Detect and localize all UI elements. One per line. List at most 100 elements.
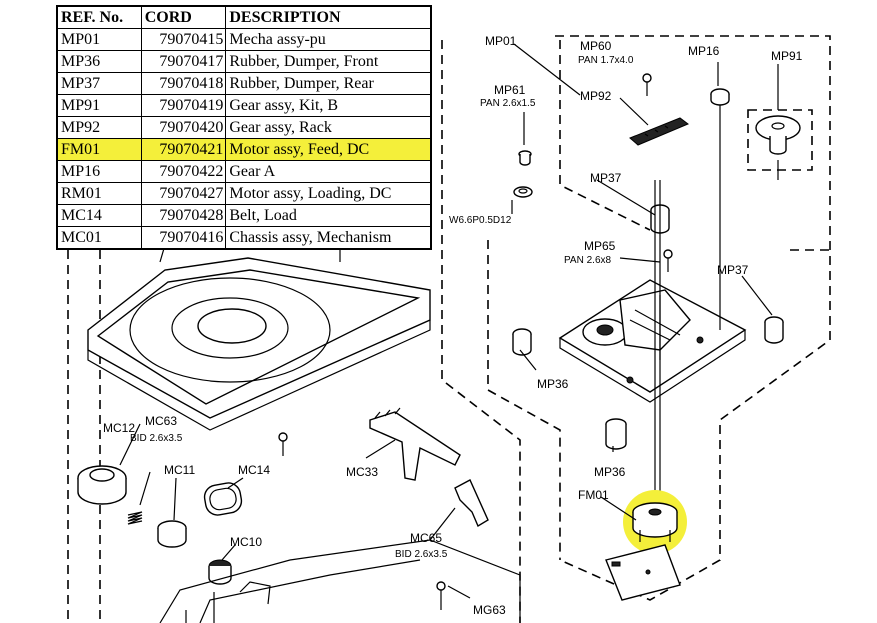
cell-ref: MP91 [56, 94, 142, 117]
callout-mg63: MG63 [473, 603, 506, 617]
header-description: DESCRIPTION [225, 5, 432, 29]
feed-shaft [654, 120, 779, 500]
header-cord: CORD [140, 5, 227, 29]
mp91-gear [755, 115, 801, 155]
washer [513, 186, 533, 198]
mc63-screw [278, 432, 288, 456]
mp36-bottom-damper [605, 418, 627, 450]
callout-fm01: FM01 [578, 488, 609, 502]
table-row: MP36 79070417 Rubber, Dumper, Front [56, 50, 432, 73]
callout-mp60-sub: PAN 1.7x4.0 [578, 55, 634, 66]
mc65-bracket [454, 479, 489, 528]
callout-mc11: MC11 [164, 463, 195, 477]
cell-cord: 79070415 [140, 28, 227, 51]
cell-ref: RM01 [56, 182, 142, 205]
callout-mp36-left: MP36 [537, 377, 569, 391]
callout-mp91: MP91 [771, 49, 803, 63]
callout-mp61-sub: PAN 2.6x1.5 [480, 98, 536, 109]
cell-ref: MP37 [56, 72, 142, 95]
mc14-belt [203, 482, 243, 516]
callout-mp65: MP65 [584, 239, 616, 253]
mg63-screw [436, 581, 446, 610]
cell-ref: MC01 [56, 226, 142, 250]
header-ref: REF. No. [56, 5, 142, 29]
callout-mp16: MP16 [688, 44, 720, 58]
mc12-gear [77, 465, 127, 505]
mp91-dashed-box [747, 109, 813, 171]
callout-mc65-sub: BID 2.6x3.5 [395, 549, 448, 560]
right-dashed-boundary [487, 35, 831, 601]
cell-description: Rubber, Dumper, Rear [225, 72, 432, 95]
fm01-motor [632, 502, 678, 542]
callout-mc14: MC14 [238, 463, 270, 477]
callout-mp61: MP61 [494, 83, 526, 97]
cell-description: Chassis assy, Mechanism [225, 226, 432, 250]
cell-cord: 79070418 [140, 72, 227, 95]
cell-description: Belt, Load [225, 204, 432, 227]
mp37-right-damper [764, 316, 784, 344]
table-row-highlighted: FM01 79070421 Motor assy, Feed, DC [56, 138, 432, 161]
mc33-lever [369, 407, 461, 481]
cell-cord: 79070421 [140, 138, 227, 161]
parts-table: REF. No. CORD DESCRIPTION MP01 79070415 … [56, 5, 432, 250]
callout-mp36-bottom: MP36 [594, 465, 626, 479]
cell-ref: MP36 [56, 50, 142, 73]
cell-ref: FM01 [56, 138, 142, 161]
lower-chassis [159, 539, 521, 623]
table-row: MP92 79070420 Gear assy, Rack [56, 116, 432, 139]
table-row: MP16 79070422 Gear A [56, 160, 432, 183]
table-row: RM01 79070427 Motor assy, Loading, DC [56, 182, 432, 205]
cell-description: Gear A [225, 160, 432, 183]
callout-mp37-right: MP37 [717, 263, 749, 277]
mp36-left-damper [512, 328, 532, 356]
table-row: MC14 79070428 Belt, Load [56, 204, 432, 227]
table-header-row: REF. No. CORD DESCRIPTION [56, 5, 432, 29]
cell-cord: 79070416 [140, 226, 227, 250]
callout-mp37-top: MP37 [590, 171, 622, 185]
leader-lines [119, 43, 779, 599]
callout-w66: W6.6P0.5D12 [449, 215, 512, 226]
callout-mc10: MC10 [230, 535, 262, 549]
motor-pcb [605, 544, 681, 601]
pickup-mechanism [558, 279, 747, 403]
cell-description: Motor assy, Loading, DC [225, 182, 432, 205]
left-dashed-boundary [67, 250, 101, 623]
mc10-pulley [208, 559, 232, 585]
cell-description: Mecha assy-pu [225, 28, 432, 51]
mp60-dashed-box [559, 40, 651, 231]
cell-description: Gear assy, Rack [225, 116, 432, 139]
cell-cord: 79070417 [140, 50, 227, 73]
table-row: MC01 79070416 Chassis assy, Mechanism [56, 226, 432, 250]
callout-mp01: MP01 [485, 34, 517, 48]
disc-tray [87, 244, 431, 431]
cell-description: Motor assy, Feed, DC [225, 138, 432, 161]
cell-cord: 79070419 [140, 94, 227, 117]
cell-ref: MP92 [56, 116, 142, 139]
mp61-screw [518, 150, 532, 166]
table-row: MP91 79070419 Gear assy, Kit, B [56, 94, 432, 117]
table-row: MP01 79070415 Mecha assy-pu [56, 28, 432, 51]
mc11-spring [127, 511, 143, 525]
cell-cord: 79070427 [140, 182, 227, 205]
callout-mc65: MC65 [410, 531, 442, 545]
cell-cord: 79070422 [140, 160, 227, 183]
callout-mc12: MC12 [103, 421, 135, 435]
mp65-screw [663, 249, 673, 272]
mp60-screw [642, 73, 652, 96]
cell-description: Rubber, Dumper, Front [225, 50, 432, 73]
cell-cord: 79070420 [140, 116, 227, 139]
cell-description: Gear assy, Kit, B [225, 94, 432, 117]
callout-mc33: MC33 [346, 465, 378, 479]
table-row: MP37 79070418 Rubber, Dumper, Rear [56, 72, 432, 95]
mp16-gear [710, 88, 730, 120]
center-dashed-boundary [441, 40, 521, 623]
callout-mp60: MP60 [580, 39, 612, 53]
mc11-pulley [157, 520, 187, 548]
cell-cord: 79070428 [140, 204, 227, 227]
cell-ref: MP16 [56, 160, 142, 183]
cell-ref: MP01 [56, 28, 142, 51]
cell-ref: MC14 [56, 204, 142, 227]
callout-mp92: MP92 [580, 89, 612, 103]
callout-mc63-sub: BID 2.6x3.5 [130, 433, 183, 444]
